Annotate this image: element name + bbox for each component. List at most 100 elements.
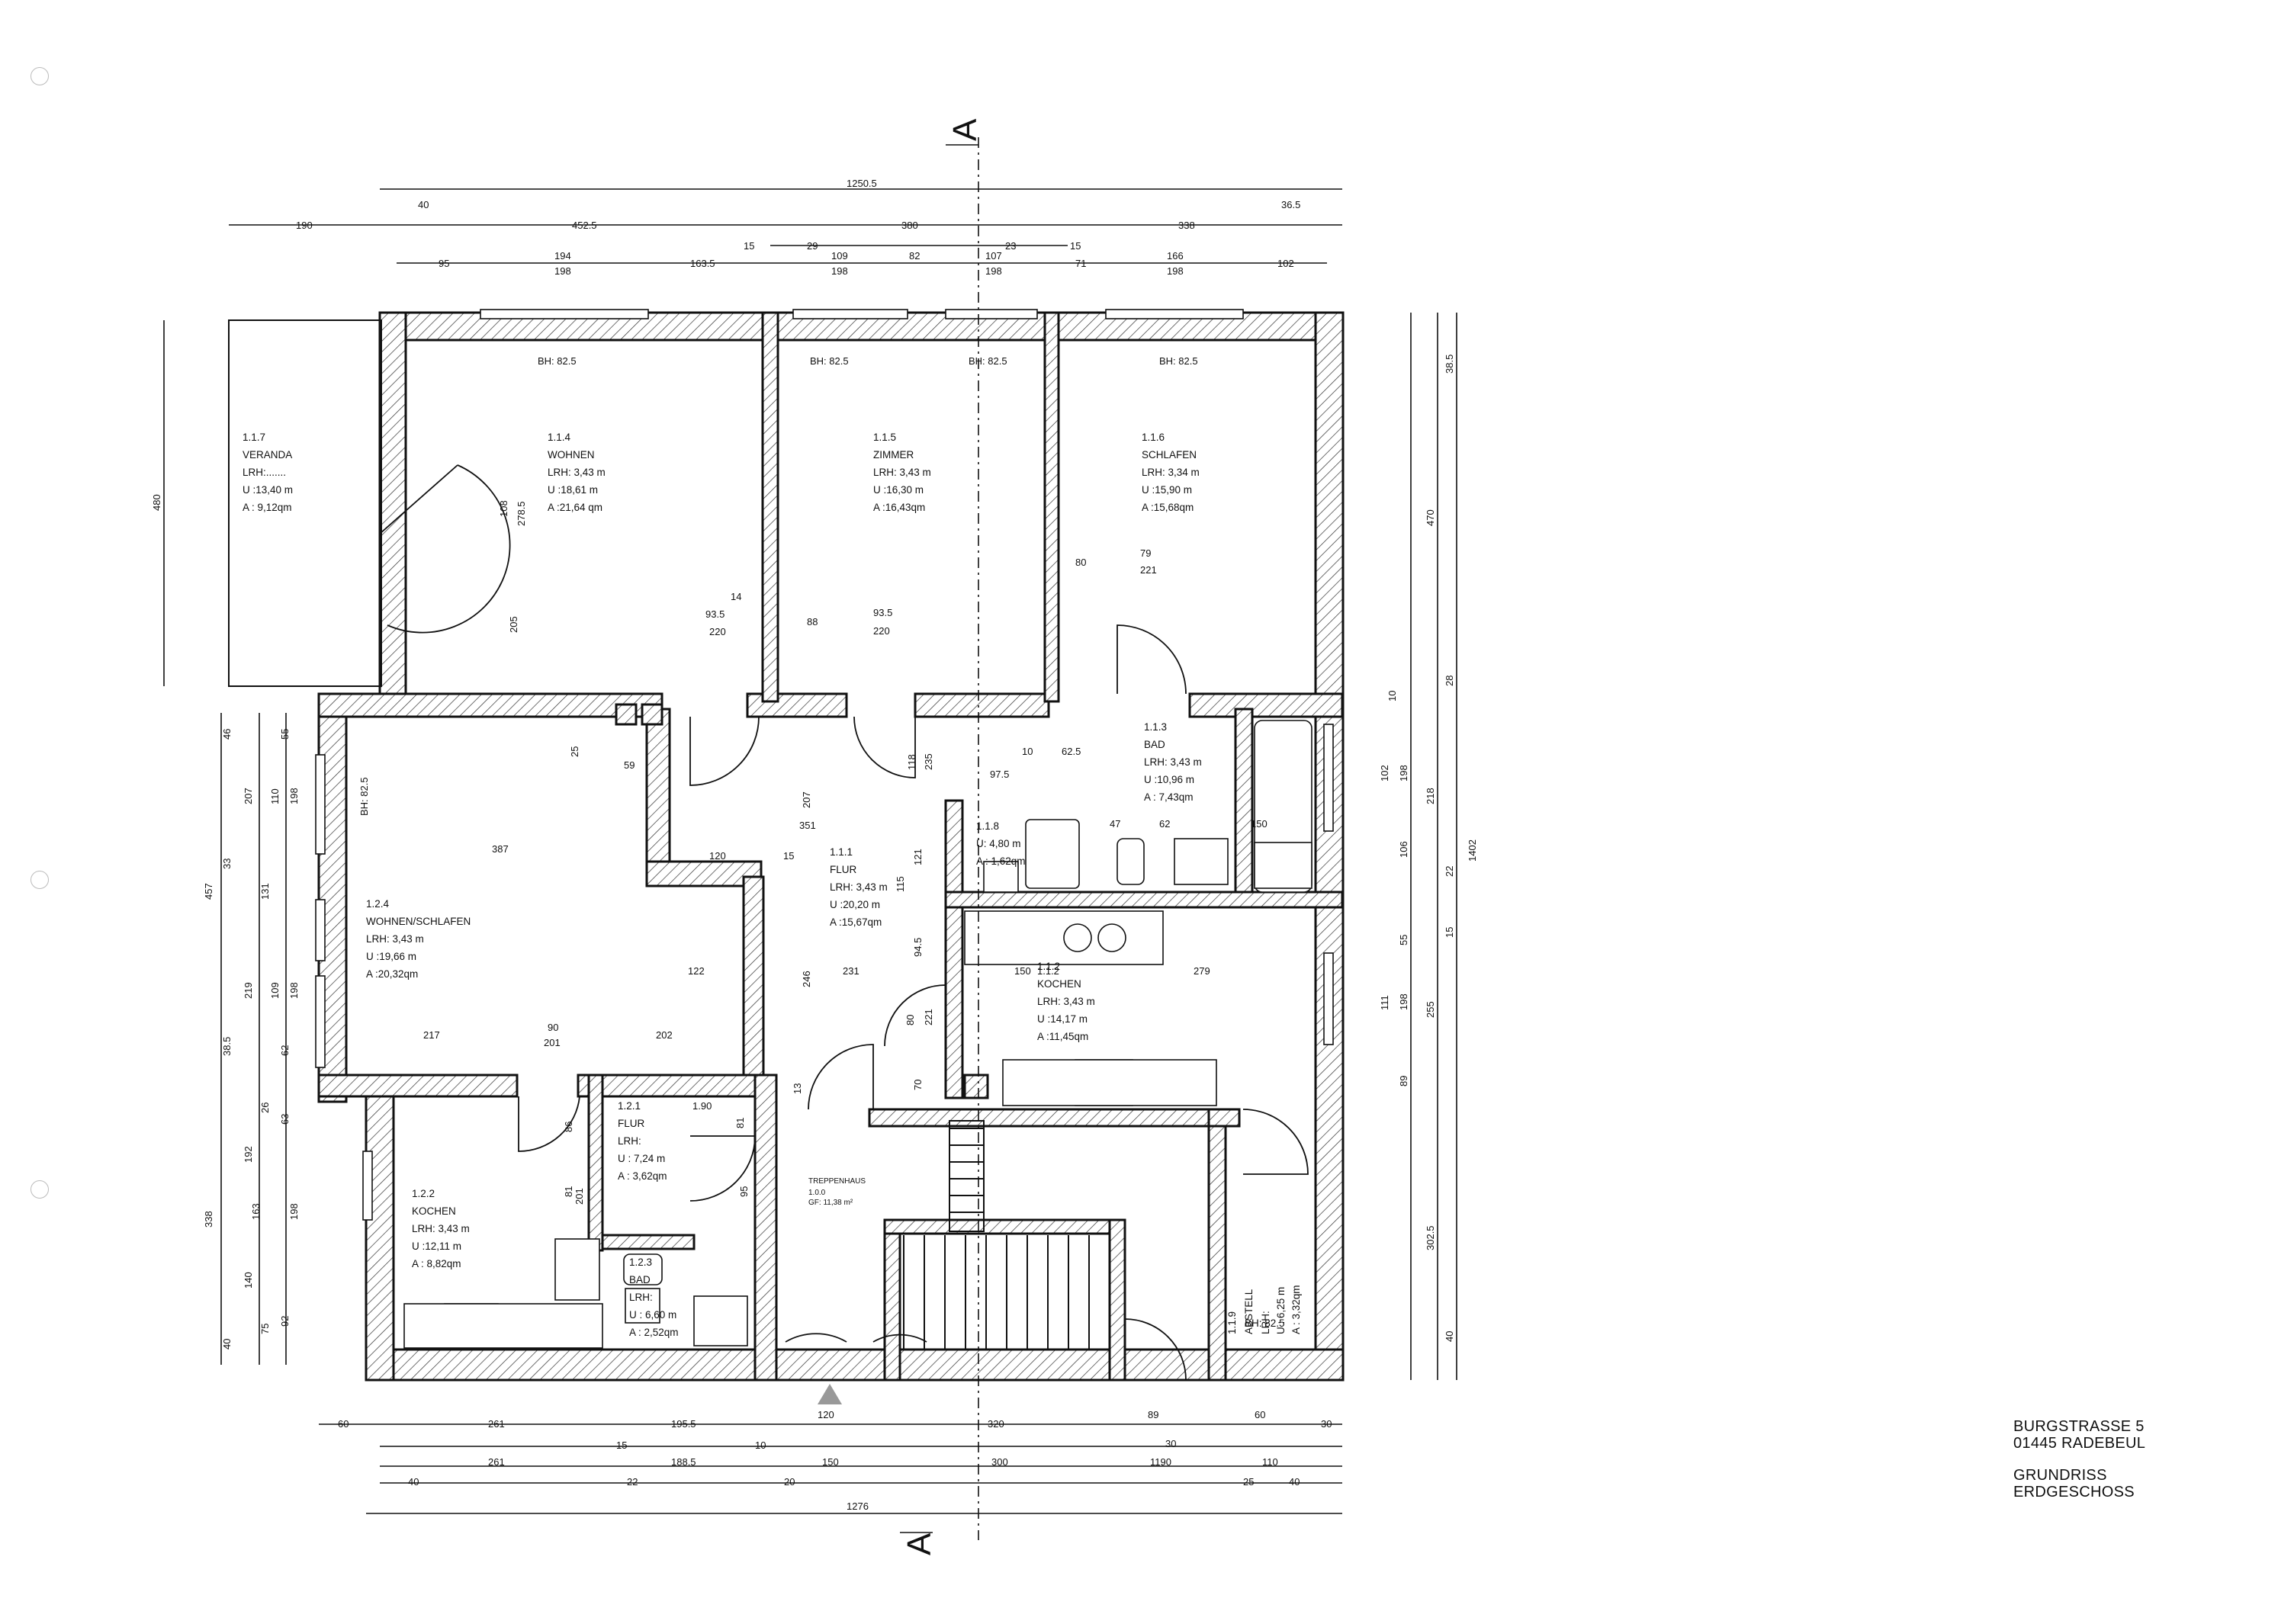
dim-text: 150 [1251,818,1268,830]
dim-text: 70 [912,1080,924,1090]
dim-text: 195.5 [671,1418,696,1430]
room-area: A : 8,82qm [412,1258,461,1269]
wall-mid-north [317,692,663,718]
dim-text: 300 [991,1456,1008,1468]
title-city: 01445 RADEBEUL [2013,1435,2146,1452]
section-mark-top: A [946,118,984,141]
dim-text: 109 [831,250,848,262]
dim-text: 93.5 [873,607,892,618]
dim-text: 201 [544,1037,561,1048]
dim-text: 150 [822,1456,839,1468]
dim-text: 13 [792,1083,803,1094]
walls [228,311,1345,1382]
dim-text: 15 [1444,927,1455,938]
room-id: 1.2.1 [618,1100,641,1112]
dim-text: 207 [801,791,812,808]
dim-text: 110 [269,788,281,804]
dim-text: 1402 [1467,839,1478,862]
dim-text: 15 [616,1439,627,1451]
dim-text: 140 [243,1272,254,1289]
room-id: 1.1.7 [243,432,265,443]
dim-text: 80 [1075,557,1086,568]
door-zimmer [853,716,916,778]
room-id: 1.1.9 [1226,1311,1238,1334]
room-perimeter: U :10,96 m [1144,774,1194,785]
dim-text: 387 [492,843,509,855]
room-id: 1.1.2 [1037,961,1060,972]
dim-text: 71 [1075,258,1086,269]
room-id: 1.1.6 [1142,432,1165,443]
bh-label: BH: 82.5 [969,355,1007,367]
dim-text: 97.5 [990,769,1009,780]
dim-text: 15 [783,850,794,862]
window-schlafen [1105,309,1244,319]
dim-text: 20 [784,1476,795,1488]
room-name: KOCHEN [412,1205,456,1217]
window-heights: BH: 82.5 BH: 82.5 BH: 82.5 BH: 82.5 BH: … [358,355,1198,816]
room-id: 1.2.2 [412,1188,435,1199]
dim-text: 188.5 [671,1456,696,1468]
dim-text: 55 [279,729,291,740]
dim-text: 29 [807,240,818,252]
dim-text: 118 [906,754,917,770]
dim-text: 40 [418,199,429,210]
room-name: BAD [1144,739,1165,750]
dim-text: 108 [498,500,509,517]
room-lrh: LRH: 3,43 m [548,467,606,478]
window-ws-2 [315,899,326,961]
room-name: VERANDA [243,449,292,461]
room-1-1-8: 1.1.8U: 4,80 mA : 1,62qm [976,820,1026,867]
dimension-texts-right: 38.5 470 10 28 102 198 218 106 22 1402 5… [1379,355,1478,1342]
dim-text: 79 [1140,547,1151,559]
room-lrh: LRH: [629,1292,653,1303]
door-main [785,1333,927,1343]
room-area: A :21,64 qm [548,502,602,513]
room-id: 1.1.3 [1144,721,1167,733]
dim-text: 10 [1386,691,1398,701]
dim-text: 220 [873,625,890,637]
dim-text: 1.90 [692,1100,712,1112]
wall-west-bottom [365,1074,395,1382]
dim-text: 63 [279,1114,291,1125]
dim-text: 62 [1159,818,1170,830]
wall-stair-west [883,1218,901,1382]
room-lrh: LRH: 3,34 m [1142,467,1200,478]
wall-abstell-north [1207,1108,1241,1128]
shower-tray [1254,842,1313,889]
kitchen-counter-2b [403,1303,603,1349]
room-area: A : 1,62qm [976,855,1026,867]
wall-south [365,1348,1345,1382]
dim-text: 279 [1194,965,1210,977]
window-zimmer-1 [792,309,908,319]
room-area: A : 9,12qm [243,502,292,513]
dim-text: 36.5 [1281,199,1300,210]
room-abstell: 1.1.9 ABSTELL LRH: U : 6,25 m A : 3,32qm [1226,1285,1302,1334]
room-perimeter: U :19,66 m [366,951,416,962]
dim-text: 22 [1444,866,1455,877]
wall-bath-sep [1234,708,1254,894]
dim-text: 60 [1255,1409,1265,1420]
doors [379,464,1309,1381]
wall-ws-south [317,1074,519,1098]
door-abstell [1242,1109,1309,1175]
room-treppenhaus: TREPPENHAUS 1.0.0 GF: 11,38 m² [808,1177,866,1207]
dim-text: 192 [243,1146,254,1163]
dim-text: 221 [923,1009,934,1025]
toilet-bad2 [623,1253,663,1285]
dim-text: 452.5 [572,220,597,231]
dim-text: 198 [554,265,571,277]
room-id: 1.2.4 [366,898,390,910]
windows [315,309,1334,1221]
dim-text: 198 [288,982,300,999]
room-lrh: LRH: 3,43 m [830,881,888,893]
room-name: ABSTELL [1243,1289,1255,1334]
room-name: FLUR [618,1118,645,1129]
dim-text: 198 [985,265,1002,277]
dim-text: 30 [1321,1418,1332,1430]
dim-text: 201 [574,1188,585,1205]
room-perimeter: U : 7,24 m [618,1153,665,1164]
room-perimeter: U : 6,25 m [1275,1287,1287,1334]
dim-text: 1276 [847,1500,869,1512]
